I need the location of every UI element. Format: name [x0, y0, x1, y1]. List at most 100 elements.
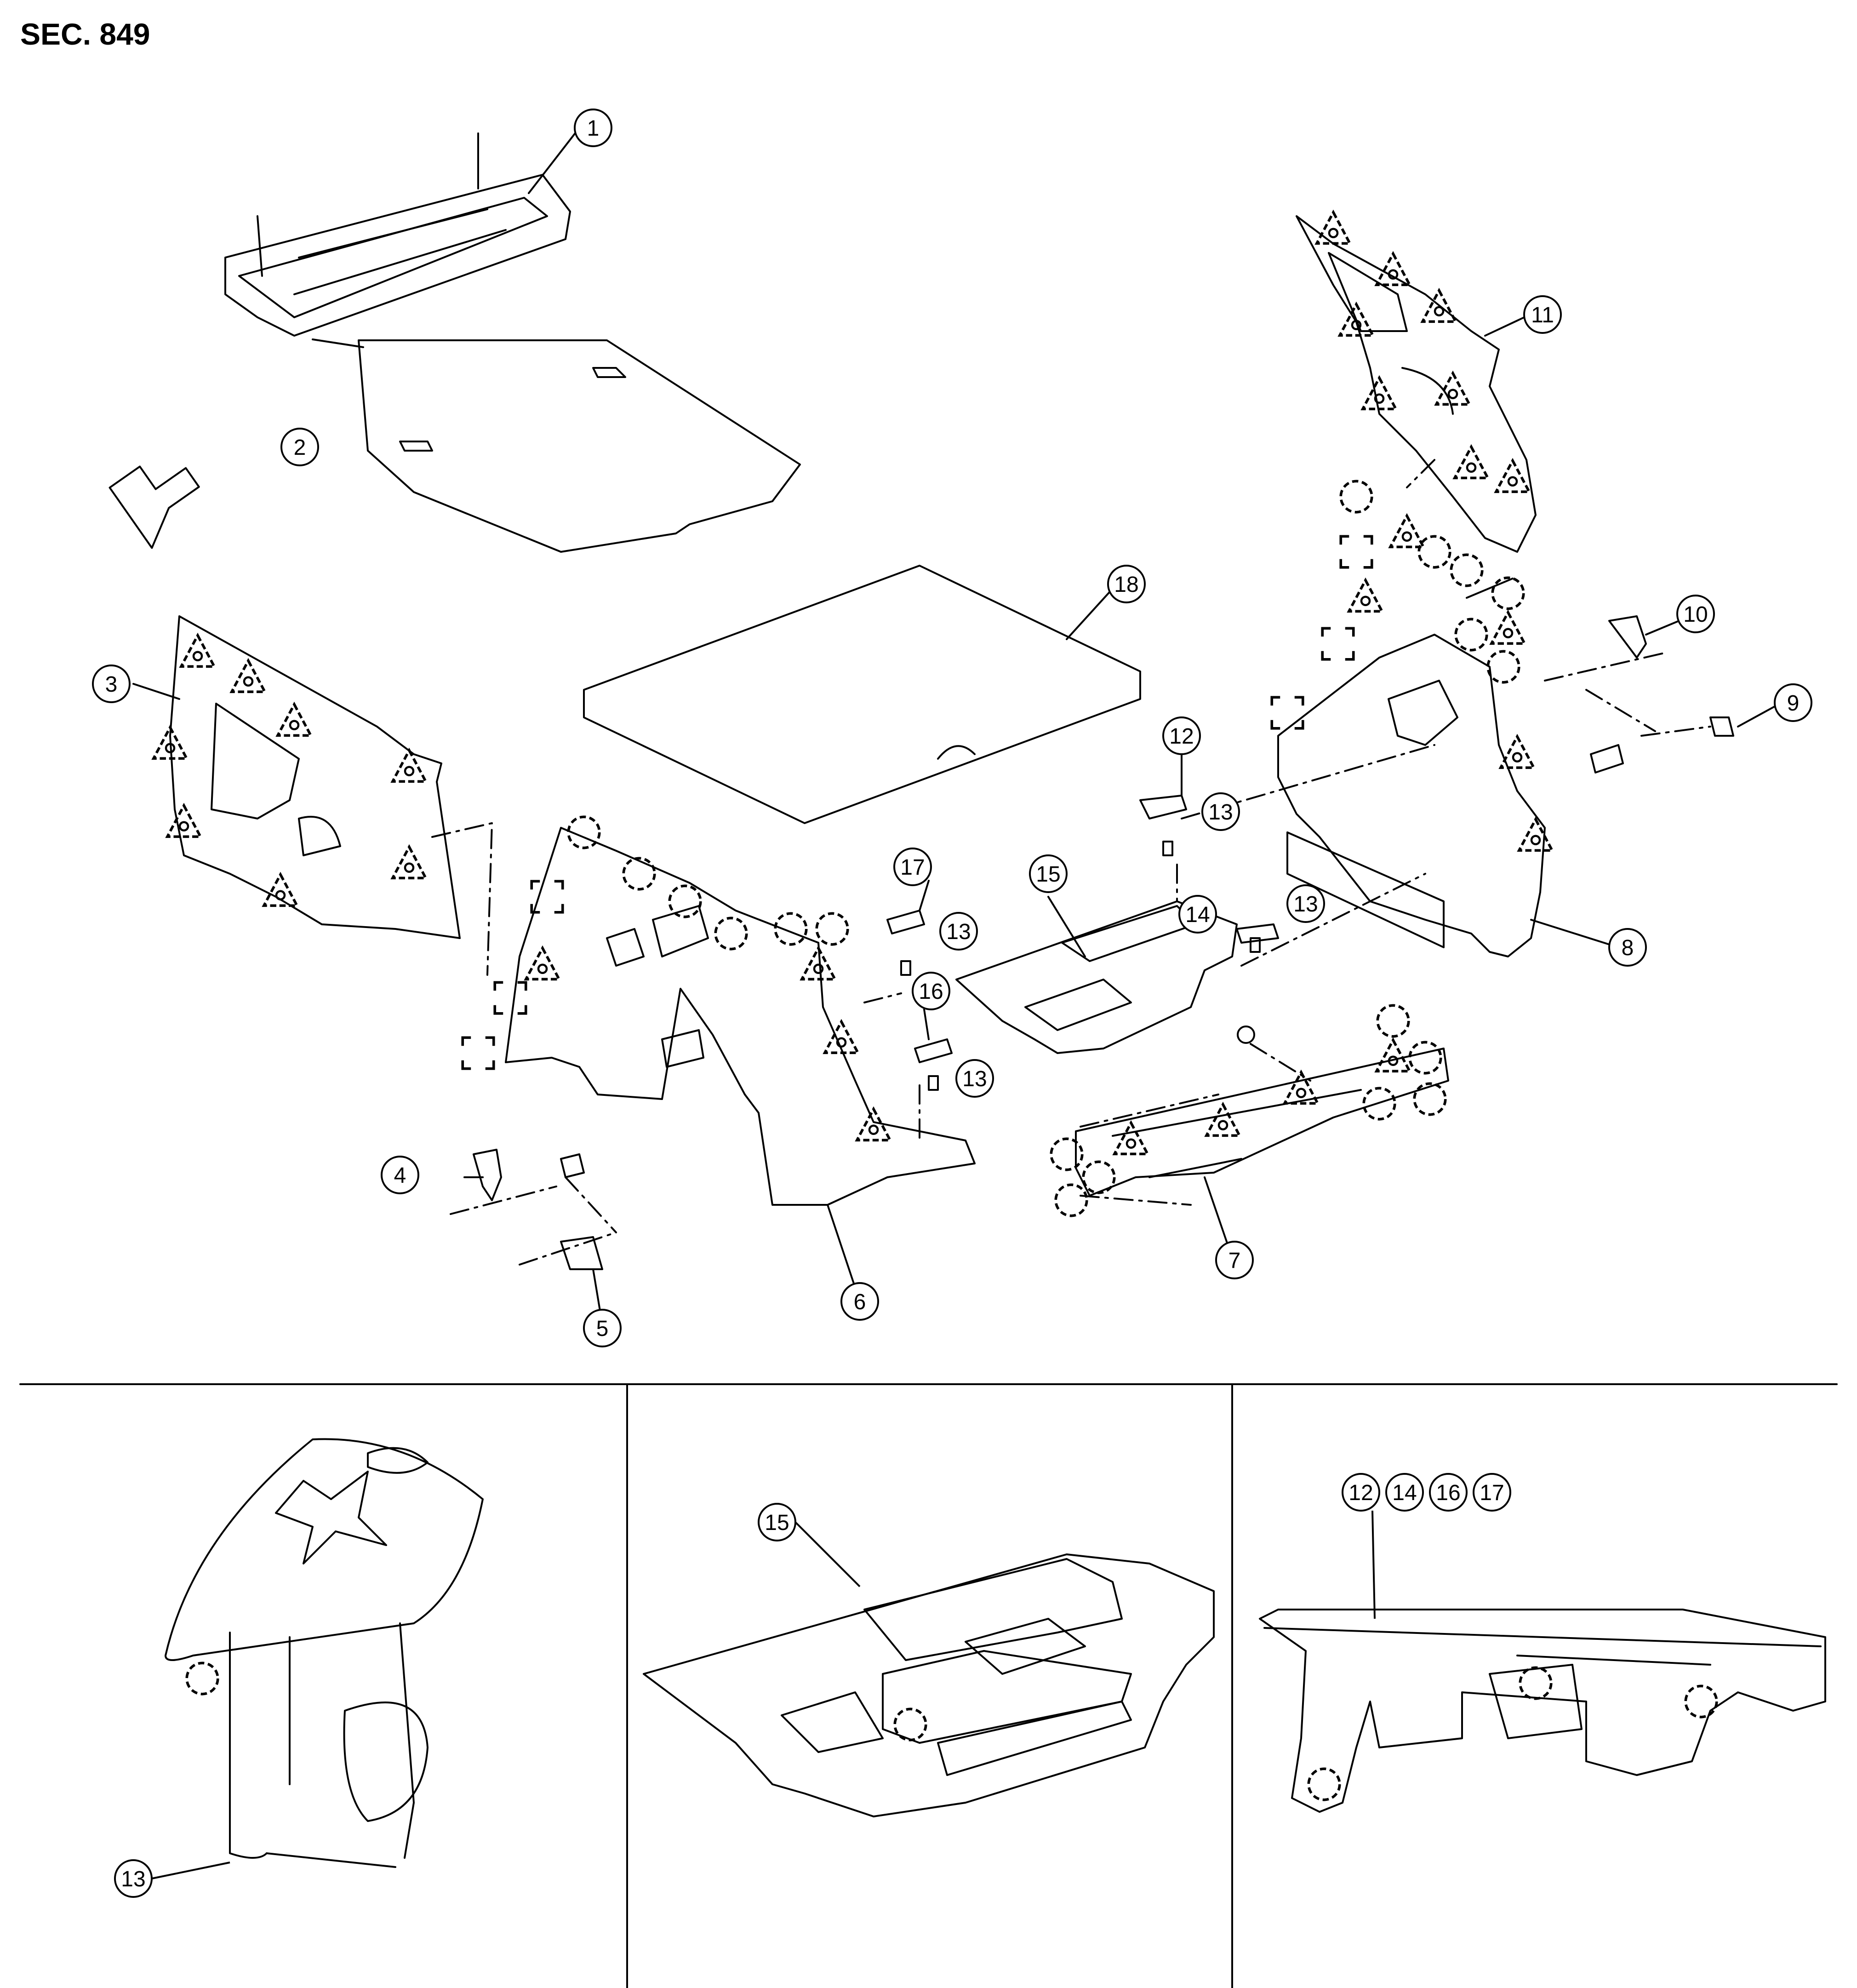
detail-leader-line — [151, 1862, 230, 1879]
callout-label: 7 — [1228, 1249, 1241, 1273]
callout-label: 12 — [1348, 1481, 1373, 1505]
callout-label: 10 — [1683, 602, 1708, 627]
callout-label: 13 — [946, 920, 971, 944]
callout-label: 18 — [1114, 573, 1138, 597]
callout-label: 8 — [1622, 936, 1634, 960]
callout-label: 13 — [121, 1867, 145, 1891]
circle-pawl-symbol — [1083, 1162, 1114, 1193]
circle-pawl-symbol — [817, 913, 848, 945]
circle-pawl-symbol — [669, 886, 701, 917]
part-10-bracket — [1608, 615, 1647, 659]
detail-clip-13 — [165, 1438, 484, 1868]
callout-c1: 1 — [574, 109, 612, 147]
callout-c8: 8 — [1608, 928, 1647, 967]
part-5-bracket — [560, 1236, 603, 1270]
callout-c2: 2 — [280, 428, 319, 466]
callout-c13a: 13 — [1201, 792, 1240, 831]
callout-label: 17 — [1480, 1481, 1504, 1505]
detail-leader-line — [1371, 1510, 1376, 1619]
triangle-clip-symbol — [1519, 819, 1552, 851]
callout-c14: 14 — [1178, 895, 1217, 934]
triangle-clip-symbol — [1114, 1123, 1148, 1154]
detail-13-callout: 13 — [114, 1859, 153, 1898]
leader-lines — [132, 127, 1783, 1325]
part-6-left-finisher-lower — [505, 827, 976, 1206]
callout-label: 16 — [919, 980, 943, 1004]
triangle-clip-symbol — [1206, 1105, 1240, 1136]
circle-pawl-symbol — [1419, 536, 1450, 567]
triangle-clip-symbol — [264, 875, 297, 906]
circle-pawl-symbol — [1520, 1667, 1551, 1699]
callout-c15: 15 — [1029, 854, 1068, 893]
square-clip-symbol — [463, 1037, 494, 1069]
detail-caps-callout-14: 14 — [1385, 1473, 1424, 1512]
callout-label: 5 — [596, 1317, 609, 1341]
callout-c16: 16 — [912, 972, 950, 1010]
callout-label: 13 — [1208, 800, 1233, 825]
callout-c3: 3 — [92, 665, 131, 703]
square-clip-symbol — [1272, 697, 1303, 728]
front-direction-arrow — [109, 465, 200, 549]
part-7-rear-finisher — [1075, 1048, 1449, 1197]
callout-label: 6 — [854, 1290, 866, 1314]
callout-c17: 17 — [893, 848, 932, 886]
callout-label: 9 — [1787, 691, 1800, 716]
callout-label: 14 — [1392, 1481, 1417, 1505]
part-13-clips — [900, 841, 1261, 1091]
detail-caps-callout-17: 17 — [1473, 1473, 1511, 1512]
section-label: SEC. 849 — [20, 17, 150, 51]
callout-c13b: 13 — [939, 912, 978, 951]
callout-label: 4 — [394, 1163, 406, 1188]
part-14-cap — [1236, 923, 1279, 944]
callout-c4: 4 — [381, 1156, 419, 1194]
circle-pawl-symbol — [1341, 481, 1372, 512]
circle-pawl-symbol — [715, 918, 747, 949]
circle-pawl-symbol — [1456, 619, 1487, 650]
part-16-cap — [914, 1038, 953, 1063]
callout-label: 11 — [1531, 303, 1554, 327]
part-1-parcel-shelf — [224, 132, 571, 337]
callout-label: 3 — [105, 672, 118, 697]
part-7-clip — [1237, 1026, 1255, 1044]
detail-caps-callout-12: 12 — [1342, 1473, 1380, 1512]
triangle-clip-symbol — [1455, 447, 1488, 478]
circle-pawl-symbol — [1308, 1769, 1340, 1800]
triangle-clip-symbol — [181, 636, 214, 667]
callout-label: 2 — [294, 435, 306, 460]
circle-pawl-symbol — [623, 858, 655, 889]
part-17-cap — [886, 910, 925, 934]
triangle-clip-symbol — [1436, 373, 1469, 405]
detail-15-callout: 15 — [758, 1503, 796, 1541]
part-4-bracket — [473, 1149, 585, 1201]
triangle-clip-symbol — [1377, 1040, 1410, 1071]
callout-label: 1 — [587, 116, 600, 141]
circle-pawl-symbol — [1488, 651, 1519, 682]
triangle-clip-symbol — [526, 948, 559, 980]
circle-pawl-symbol — [1686, 1686, 1717, 1717]
circle-pawl-symbol — [1377, 1005, 1409, 1037]
triangle-clip-symbol — [1390, 516, 1423, 547]
triangle-clip-symbol — [167, 806, 200, 837]
callout-c18: 18 — [1107, 565, 1146, 603]
circle-pawl-symbol — [187, 1663, 218, 1694]
detail-caps — [1259, 1609, 1826, 1813]
triangle-clip-symbol — [278, 705, 311, 736]
callout-c13c: 13 — [955, 1059, 994, 1098]
callout-c11: 11 — [1523, 295, 1562, 334]
part-18-luggage-board — [583, 565, 1141, 824]
callout-label: 14 — [1185, 903, 1210, 927]
circle-pawl-symbol — [1051, 1139, 1082, 1170]
callout-c10: 10 — [1676, 595, 1715, 633]
detail-caps-callout-16: 16 — [1429, 1473, 1468, 1512]
callout-c7: 7 — [1215, 1241, 1254, 1279]
triangle-clip-symbol — [1363, 378, 1396, 409]
callout-c9: 9 — [1774, 683, 1812, 722]
triangle-clip-symbol — [393, 751, 426, 782]
triangle-clip-symbol — [1349, 580, 1382, 612]
part-3-left-finisher-upper — [169, 615, 461, 939]
callout-label: 13 — [962, 1067, 987, 1091]
circle-pawl-symbol — [775, 913, 806, 945]
